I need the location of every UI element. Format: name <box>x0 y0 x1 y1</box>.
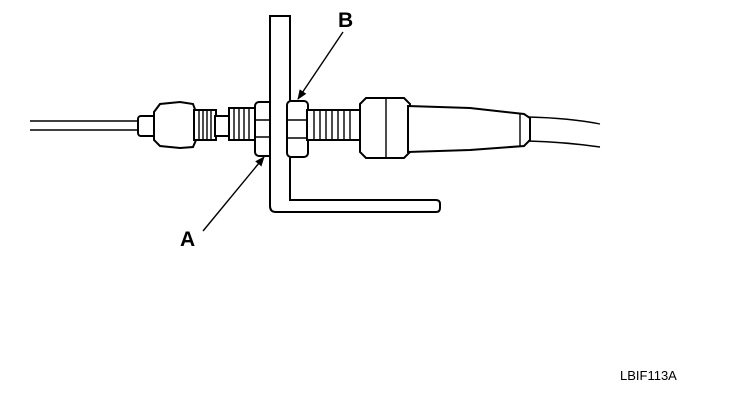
label-b: B <box>338 9 353 32</box>
left-ferrule <box>153 100 197 150</box>
mounting-bracket <box>269 15 441 213</box>
left-cable <box>30 120 140 131</box>
arrow-a <box>202 156 265 232</box>
label-a: A <box>180 228 195 251</box>
cable-boot <box>407 104 531 154</box>
connector-housing <box>359 97 411 159</box>
nut-b <box>286 100 309 158</box>
callout-b: B <box>297 9 353 100</box>
arrow-b <box>297 31 344 100</box>
figure-code: LBIF113A <box>620 368 677 383</box>
callout-a: A <box>180 156 265 251</box>
right-cable <box>527 116 601 148</box>
connector-neck <box>214 115 231 137</box>
left-threaded-sleeve <box>193 109 217 141</box>
right-threaded-section <box>306 109 363 141</box>
